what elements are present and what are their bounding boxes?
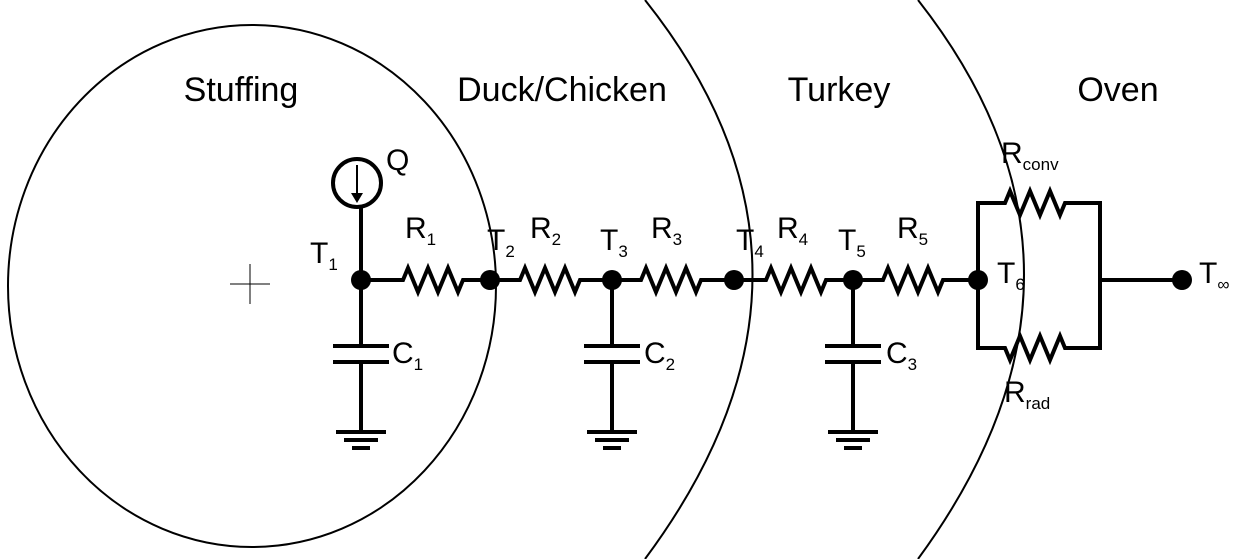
- region-label-turkey: Turkey: [788, 71, 891, 109]
- capacitor-c1: [333, 280, 389, 450]
- resistor-label-r4: R4: [777, 212, 808, 249]
- region-label-oven: Oven: [1077, 71, 1158, 109]
- region-label-stuffing: Stuffing: [184, 71, 299, 109]
- resistor-label-r1: R1: [405, 212, 436, 249]
- node-label-t3: T3: [600, 224, 628, 261]
- resistor-label-rconv: Rconv: [1001, 137, 1059, 174]
- resistor-label-r2: R2: [530, 212, 561, 249]
- node-label-t5: T5: [838, 224, 866, 261]
- node-t5-dot: [843, 270, 863, 290]
- capacitor-c3: [825, 280, 881, 450]
- node-label-tinf: T∞: [1199, 257, 1229, 294]
- region-label-duck-chicken: Duck/Chicken: [457, 71, 667, 109]
- heat-source-label: Q: [386, 144, 409, 177]
- resistor-label-r5: R5: [897, 212, 928, 249]
- duck-chicken-boundary: [644, 0, 754, 559]
- node-t1-dot: [351, 270, 371, 290]
- heat-source-q: [331, 157, 383, 280]
- node-t2-dot: [480, 270, 500, 290]
- node-t4-dot: [724, 270, 744, 290]
- center-crosshair: [230, 264, 270, 304]
- resistor-label-r3: R3: [651, 212, 682, 249]
- node-t6-dot: [968, 270, 988, 290]
- capacitor-c2: [584, 280, 640, 450]
- node-label-t1: T1: [310, 237, 338, 274]
- node-tinf-dot: [1172, 270, 1192, 290]
- turkey-boundary: [917, 0, 1025, 559]
- capacitor-label-c3: C3: [886, 337, 917, 374]
- capacitor-label-c1: C1: [392, 337, 423, 374]
- main-wire-chain: [361, 262, 978, 298]
- resistor-label-rrad: Rrad: [1004, 376, 1050, 413]
- capacitor-label-c2: C2: [644, 337, 675, 374]
- node-label-t2: T2: [487, 224, 515, 261]
- node-label-t4: T4: [736, 224, 764, 261]
- parallel-branch: [976, 185, 1182, 366]
- node-t3-dot: [602, 270, 622, 290]
- node-label-t6: T6: [997, 257, 1025, 294]
